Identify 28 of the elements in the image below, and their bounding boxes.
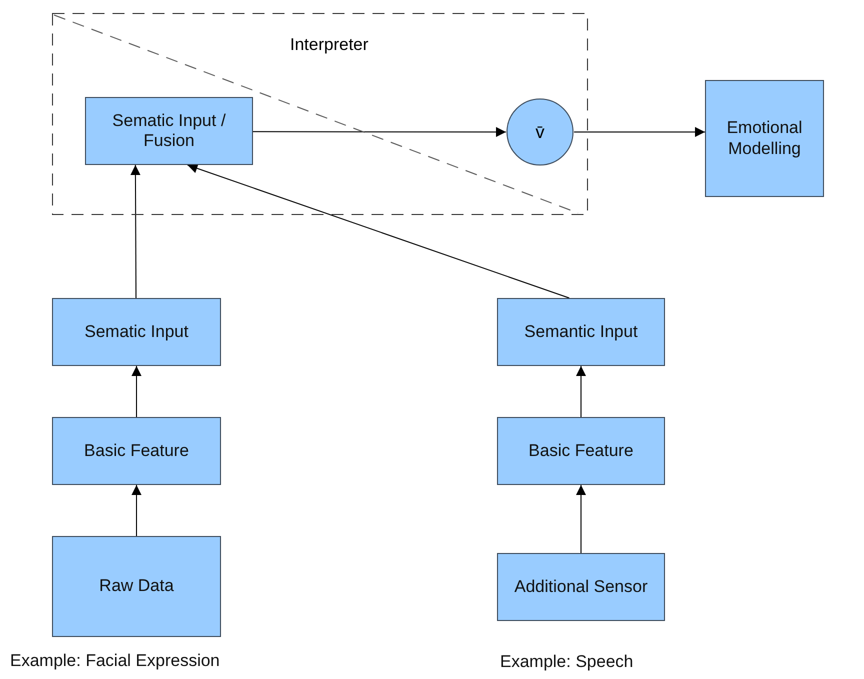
- process-box: [497, 298, 665, 366]
- box-label: Basic Feature: [528, 440, 634, 462]
- box-label: Sematic Input: [84, 322, 190, 342]
- arrow: [576, 366, 586, 418]
- arrow: [132, 366, 142, 418]
- arrow: [574, 126, 706, 137]
- process-box: [52, 298, 221, 366]
- arrow: [576, 484, 586, 554]
- process-box: [705, 80, 824, 197]
- box-label: Semantic Input: [523, 322, 639, 342]
- arrow: [252, 126, 506, 137]
- process-box: [52, 417, 221, 485]
- box-label: Sematic Input / Fusion: [111, 110, 227, 152]
- box-label: Emotional Modelling: [726, 118, 804, 159]
- box-label: Basic Feature: [83, 440, 190, 462]
- example-caption: Example: Facial Expression: [10, 651, 220, 671]
- box-label: Additional Sensor: [513, 576, 649, 598]
- arrow: [132, 484, 142, 536]
- symbol-label: v̄: [536, 122, 544, 142]
- process-box: [497, 417, 665, 485]
- arrow: [130, 164, 140, 298]
- group-title: Interpreter: [290, 35, 368, 55]
- arrow: [186, 164, 570, 298]
- process-box: [52, 536, 221, 637]
- box-label: Raw Data: [98, 576, 175, 597]
- process-box: [85, 97, 253, 165]
- example-caption: Example: Speech: [500, 652, 634, 672]
- process-box: [497, 553, 665, 621]
